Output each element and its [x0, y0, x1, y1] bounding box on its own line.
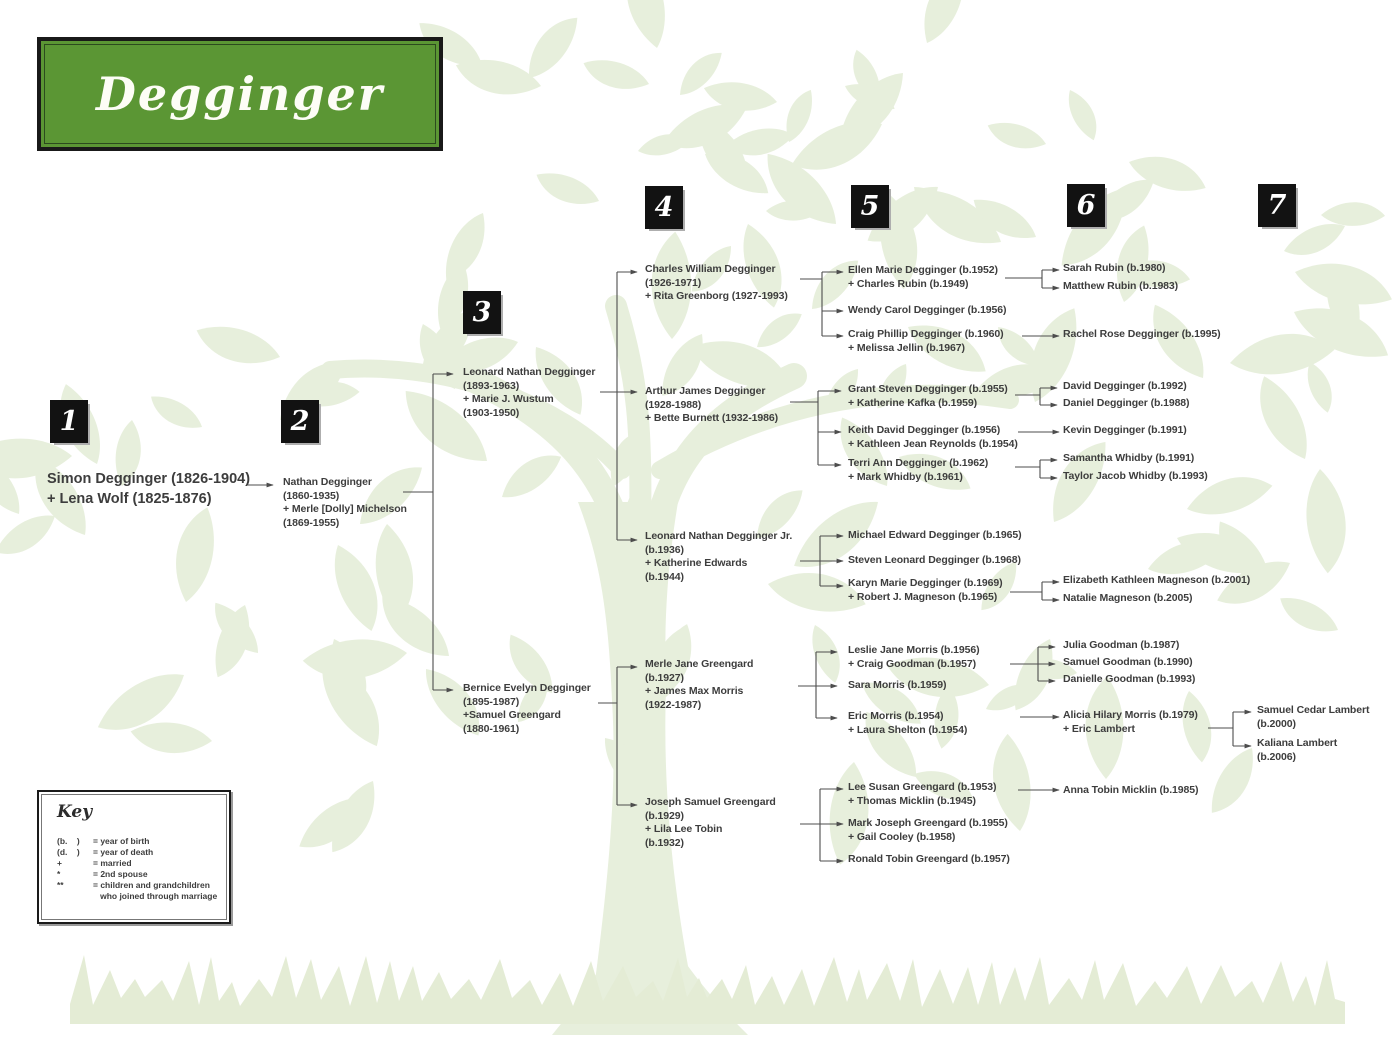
- key-meaning: who joined through marriage: [93, 891, 218, 901]
- key-meaning: = children and grandchildren: [93, 880, 210, 890]
- person-mark-joseph-greengard: Mark Joseph Greengard (b.1955) + Gail Co…: [848, 817, 1008, 843]
- person-joseph-samuel-greengard: Joseph Samuel Greengard (b.1929) + Lila …: [645, 796, 776, 849]
- person-sarah-rubin: Sarah Rubin (b.1980): [1063, 262, 1166, 274]
- key-legend: (b. ) = year of birth (d. ) = year of de…: [57, 836, 217, 901]
- person-leonard-nathan-degginger: Leonard Nathan Degginger (1893-1963) + M…: [463, 366, 596, 419]
- key-meaning: = 2nd spouse: [93, 869, 148, 879]
- key-symbol: (b. ): [57, 836, 80, 846]
- person-sara-morris: Sara Morris (b.1959): [848, 679, 947, 691]
- person-ronald-tobin-greengard: Ronald Tobin Greengard (b.1957): [848, 853, 1010, 865]
- person-kevin-degginger: Kevin Degginger (b.1991): [1063, 424, 1187, 436]
- generation-label-1: 1: [50, 400, 88, 443]
- person-eric-morris: Eric Morris (b.1954) + Laura Shelton (b.…: [848, 710, 968, 736]
- family-name-title: Degginger: [95, 67, 385, 121]
- person-simon-degginger: Simon Degginger (1826-1904) + Lena Wolf …: [47, 471, 251, 507]
- person-keith-david-degginger: Keith David Degginger (b.1956) + Kathlee…: [848, 424, 1018, 450]
- key-meaning: = married: [93, 858, 132, 868]
- person-karyn-marie-degginger: Karyn Marie Degginger (b.1969) + Robert …: [848, 577, 1003, 603]
- key-meaning: = year of birth: [93, 836, 150, 846]
- person-nathan-degginger: Nathan Degginger (1860-1935) + Merle [Do…: [283, 476, 407, 529]
- person-elizabeth-kathleen-magneson: Elizabeth Kathleen Magneson (b.2001): [1063, 574, 1251, 586]
- person-lee-susan-greengard: Lee Susan Greengard (b.1953) + Thomas Mi…: [848, 781, 997, 807]
- key-symbol: +: [57, 858, 62, 868]
- person-leonard-nathan-degginger-jr: Leonard Nathan Degginger Jr. (b.1936) + …: [645, 530, 793, 583]
- person-samantha-whidby: Samantha Whidby (b.1991): [1063, 452, 1195, 464]
- person-leslie-jane-morris: Leslie Jane Morris (b.1956) + Craig Good…: [848, 644, 980, 670]
- person-michael-edward-degginger: Michael Edward Degginger (b.1965): [848, 529, 1022, 541]
- person-alicia-hilary-morris: Alicia Hilary Morris (b.1979) + Eric Lam…: [1063, 709, 1198, 735]
- key-symbol: **: [57, 880, 64, 890]
- person-wendy-carol-degginger: Wendy Carol Degginger (b.1956): [848, 304, 1007, 316]
- generation-label-6: 6: [1067, 184, 1105, 227]
- person-daniel-degginger: Daniel Degginger (b.1988): [1063, 397, 1190, 409]
- person-terri-ann-degginger: Terri Ann Degginger (b.1962) + Mark Whid…: [848, 457, 989, 483]
- person-matthew-rubin: Matthew Rubin (b.1983): [1063, 280, 1179, 292]
- person-david-degginger: David Degginger (b.1992): [1063, 380, 1187, 392]
- person-natalie-magneson: Natalie Magneson (b.2005): [1063, 592, 1193, 604]
- person-ellen-marie-degginger: Ellen Marie Degginger (b.1952) + Charles…: [848, 264, 998, 290]
- person-charles-william-degginger: Charles William Degginger (1926-1971) + …: [645, 263, 788, 303]
- person-arthur-james-degginger: Arthur James Degginger (1928-1988) + Bet…: [645, 385, 778, 425]
- person-taylor-jacob-whidby: Taylor Jacob Whidby (b.1993): [1063, 470, 1208, 482]
- person-danielle-goodman: Danielle Goodman (b.1993): [1063, 673, 1196, 685]
- person-grant-steven-degginger: Grant Steven Degginger (b.1955) + Kather…: [848, 383, 1008, 409]
- generation-label-4: 4: [645, 186, 683, 229]
- key-title: Key: [57, 802, 93, 822]
- generation-label-3: 3: [463, 291, 501, 334]
- person-bernice-evelyn-degginger: Bernice Evelyn Degginger (1895-1987) +Sa…: [463, 682, 591, 735]
- person-samuel-goodman: Samuel Goodman (b.1990): [1063, 656, 1193, 668]
- key-symbol: *: [57, 869, 61, 879]
- person-anna-tobin-micklin: Anna Tobin Micklin (b.1985): [1063, 784, 1199, 796]
- person-craig-phillip-degginger: Craig Phillip Degginger (b.1960) + Melis…: [848, 328, 1004, 354]
- person-steven-leonard-degginger: Steven Leonard Degginger (b.1968): [848, 554, 1021, 566]
- key-meaning: = year of death: [93, 847, 154, 857]
- generation-label-7: 7: [1258, 184, 1296, 227]
- person-rachel-rose-degginger: Rachel Rose Degginger (b.1995): [1063, 328, 1221, 340]
- person-kaliana-lambert: Kaliana Lambert (b.2006): [1257, 737, 1338, 763]
- key-symbol: (d. ): [57, 847, 80, 857]
- generation-label-2: 2: [281, 400, 319, 443]
- key-box: Key (b. ) = year of birth (d. ) = year o…: [37, 790, 231, 924]
- family-name-banner: Degginger: [37, 37, 443, 151]
- person-julia-goodman: Julia Goodman (b.1987): [1063, 639, 1180, 651]
- person-samuel-cedar-lambert: Samuel Cedar Lambert (b.2000): [1257, 704, 1370, 730]
- key-symbol: [57, 891, 89, 901]
- person-merle-jane-greengard: Merle Jane Greengard (b.1927) + James Ma…: [645, 658, 754, 711]
- generation-label-5: 5: [851, 185, 889, 228]
